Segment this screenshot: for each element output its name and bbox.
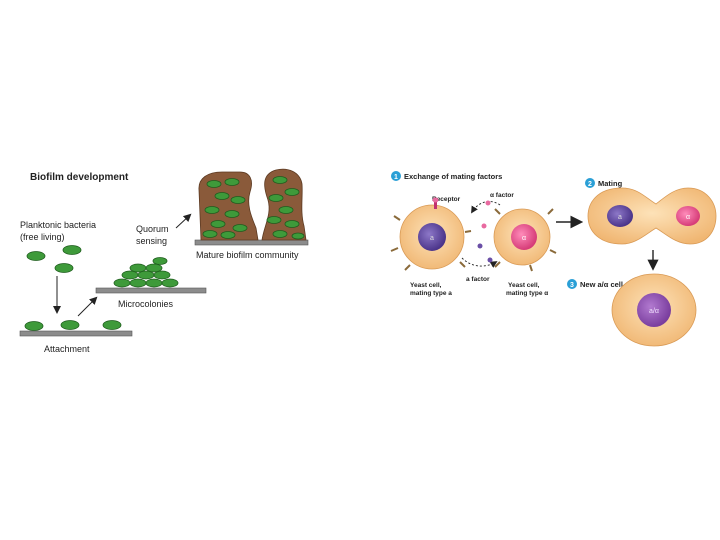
planktonic-label-1: Planktonic bacteria [20,220,96,230]
bacterium [220,231,236,239]
quorum-label-1: Quorum [136,224,169,234]
bacterium [284,188,300,196]
yeast-cell-a: a [390,197,472,271]
bacterium [272,230,288,238]
mating-nucleus-alpha-label: α [686,214,690,221]
microcolonies-label: Microcolonies [118,299,174,309]
nucleus-alpha-label: α [522,235,526,242]
receptor-label: Receptor [432,196,461,203]
yeast-cell-alpha: α [493,208,557,272]
mating-nucleus-a-label: a [618,214,622,221]
cell-alpha-caption-1: Yeast cell, [508,282,540,289]
bacterium [268,194,284,202]
bacterium [272,176,288,184]
a-factor-arrow [461,257,498,268]
nucleus-a [418,223,446,251]
fused-cell-body [587,187,717,245]
alpha-factor-label: α factor [490,192,514,199]
bacterium [224,178,240,186]
step1-number: 1 [394,174,398,181]
a-factor-label: a factor [466,276,490,283]
step1-label: Exchange of mating factors [404,172,502,181]
bacterium [278,206,294,214]
bacterium [113,278,131,288]
bacterium [204,206,220,214]
receptor-head [432,197,439,203]
microcolony-bacteria [113,257,179,288]
attachment-label: Attachment [44,344,90,354]
nucleus-aalpha [637,293,671,327]
bacterium [153,270,171,280]
bacterium [284,220,300,228]
mature-surface [194,239,309,246]
arrow-to-mature [175,213,192,229]
step2-number: 2 [588,181,592,188]
cell-a-caption-1: Yeast cell, [410,282,442,289]
bacterium [54,263,74,273]
quorum-label-2: sensing [136,236,167,246]
bacterium [129,278,147,288]
bacterium [291,232,305,240]
cell-alpha-caption-2: mating type α [506,290,548,297]
bacterium [26,251,46,261]
bacterium [266,216,282,224]
alpha-factor-molecule [485,200,491,206]
bacterium [62,245,82,255]
step2-badge [585,178,595,188]
step3-number: 3 [570,282,574,289]
bacterium [102,320,122,330]
alpha-factor-molecule [481,223,487,229]
bacterium [60,320,80,330]
new-diploid-cell: a/α [611,273,697,347]
microcolonies-surface [95,287,207,294]
mature-bacteria [202,176,305,240]
alpha-factor-arrow [471,201,501,214]
step1-badge [391,171,401,181]
attached-bacteria [24,320,122,331]
bacterium [230,196,246,204]
bacterium [214,192,230,200]
nucleus-aalpha-label: a/α [649,308,659,315]
biofilm-title: Biofilm development [30,172,129,183]
yeast-mating-diagram: 1 Exchange of mating factors Receptor α … [390,171,717,347]
cell-a-caption-2: mating type a [410,290,452,297]
nucleus-alpha [676,206,700,226]
bacterium [152,257,168,265]
bacterium [202,230,218,238]
bacterium [129,263,147,273]
nucleus-alpha [511,224,537,250]
attachment-surface [19,330,133,337]
receptor [434,201,437,209]
bacterium [232,224,248,232]
mature-label: Mature biofilm community [196,250,299,260]
bacterium [210,220,226,228]
biofilm-diagram: Biofilm development Planktonic bacteria … [19,168,309,354]
step3-badge [567,279,577,289]
bacterium [145,278,163,288]
bacterium [145,263,163,273]
bacterium [161,278,179,288]
bacterium [206,180,222,188]
step2-label: Mating [598,179,623,188]
step3-label: New a/α cell [580,280,623,289]
nucleus-a-label: a [430,235,434,242]
cell-projections [390,215,472,271]
a-factor-molecule [477,243,483,249]
bacterium [224,210,240,218]
a-factor-molecule [487,257,493,263]
arrow-to-microcolonies [77,296,98,317]
nucleus-a [607,205,633,227]
mating-cell: a α [587,187,717,245]
planktonic-bacteria [26,245,82,273]
planktonic-label-2: (free living) [20,232,65,242]
bacterium [24,321,44,331]
cell-projections [494,208,557,272]
